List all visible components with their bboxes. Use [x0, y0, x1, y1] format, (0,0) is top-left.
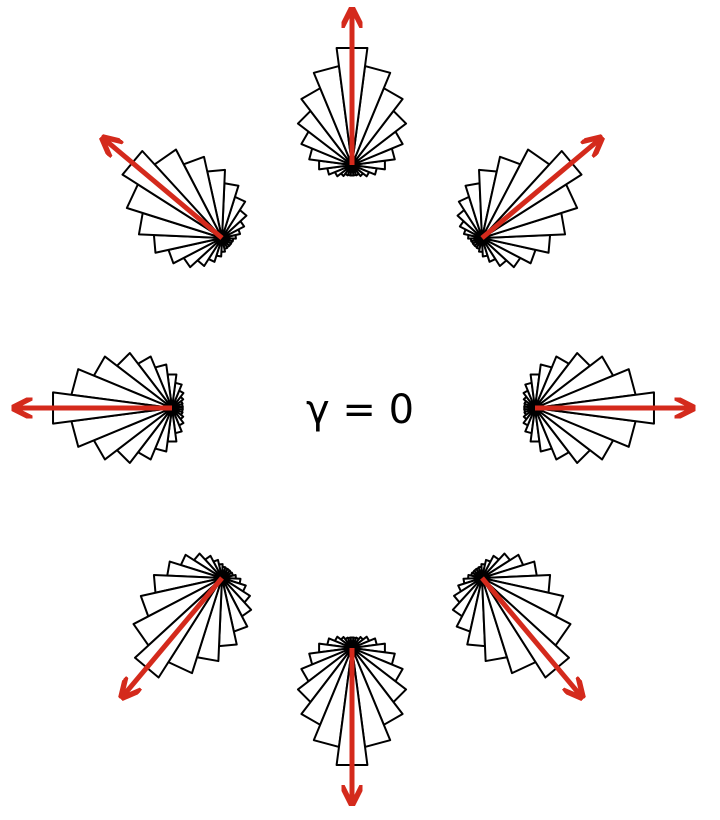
- rose-north: [296, 9, 408, 178]
- rose-west: [14, 352, 185, 464]
- rose-southeast: [451, 552, 582, 698]
- rose-northwest: [103, 138, 248, 269]
- rose-south: [296, 635, 408, 804]
- direction-arrow: [480, 138, 601, 240]
- rose-southwest: [122, 552, 253, 698]
- rose-east: [522, 352, 694, 464]
- rose-northeast: [456, 138, 602, 269]
- rose-wedge: [349, 164, 355, 177]
- direction-arrow: [122, 576, 224, 697]
- gamma-label: γ = 0: [305, 387, 415, 433]
- rose-wedge: [349, 636, 355, 649]
- rose-wedge: [171, 405, 184, 411]
- direction-arrow: [103, 138, 224, 240]
- direction-arrow: [480, 576, 582, 697]
- rose-wedge: [523, 405, 536, 411]
